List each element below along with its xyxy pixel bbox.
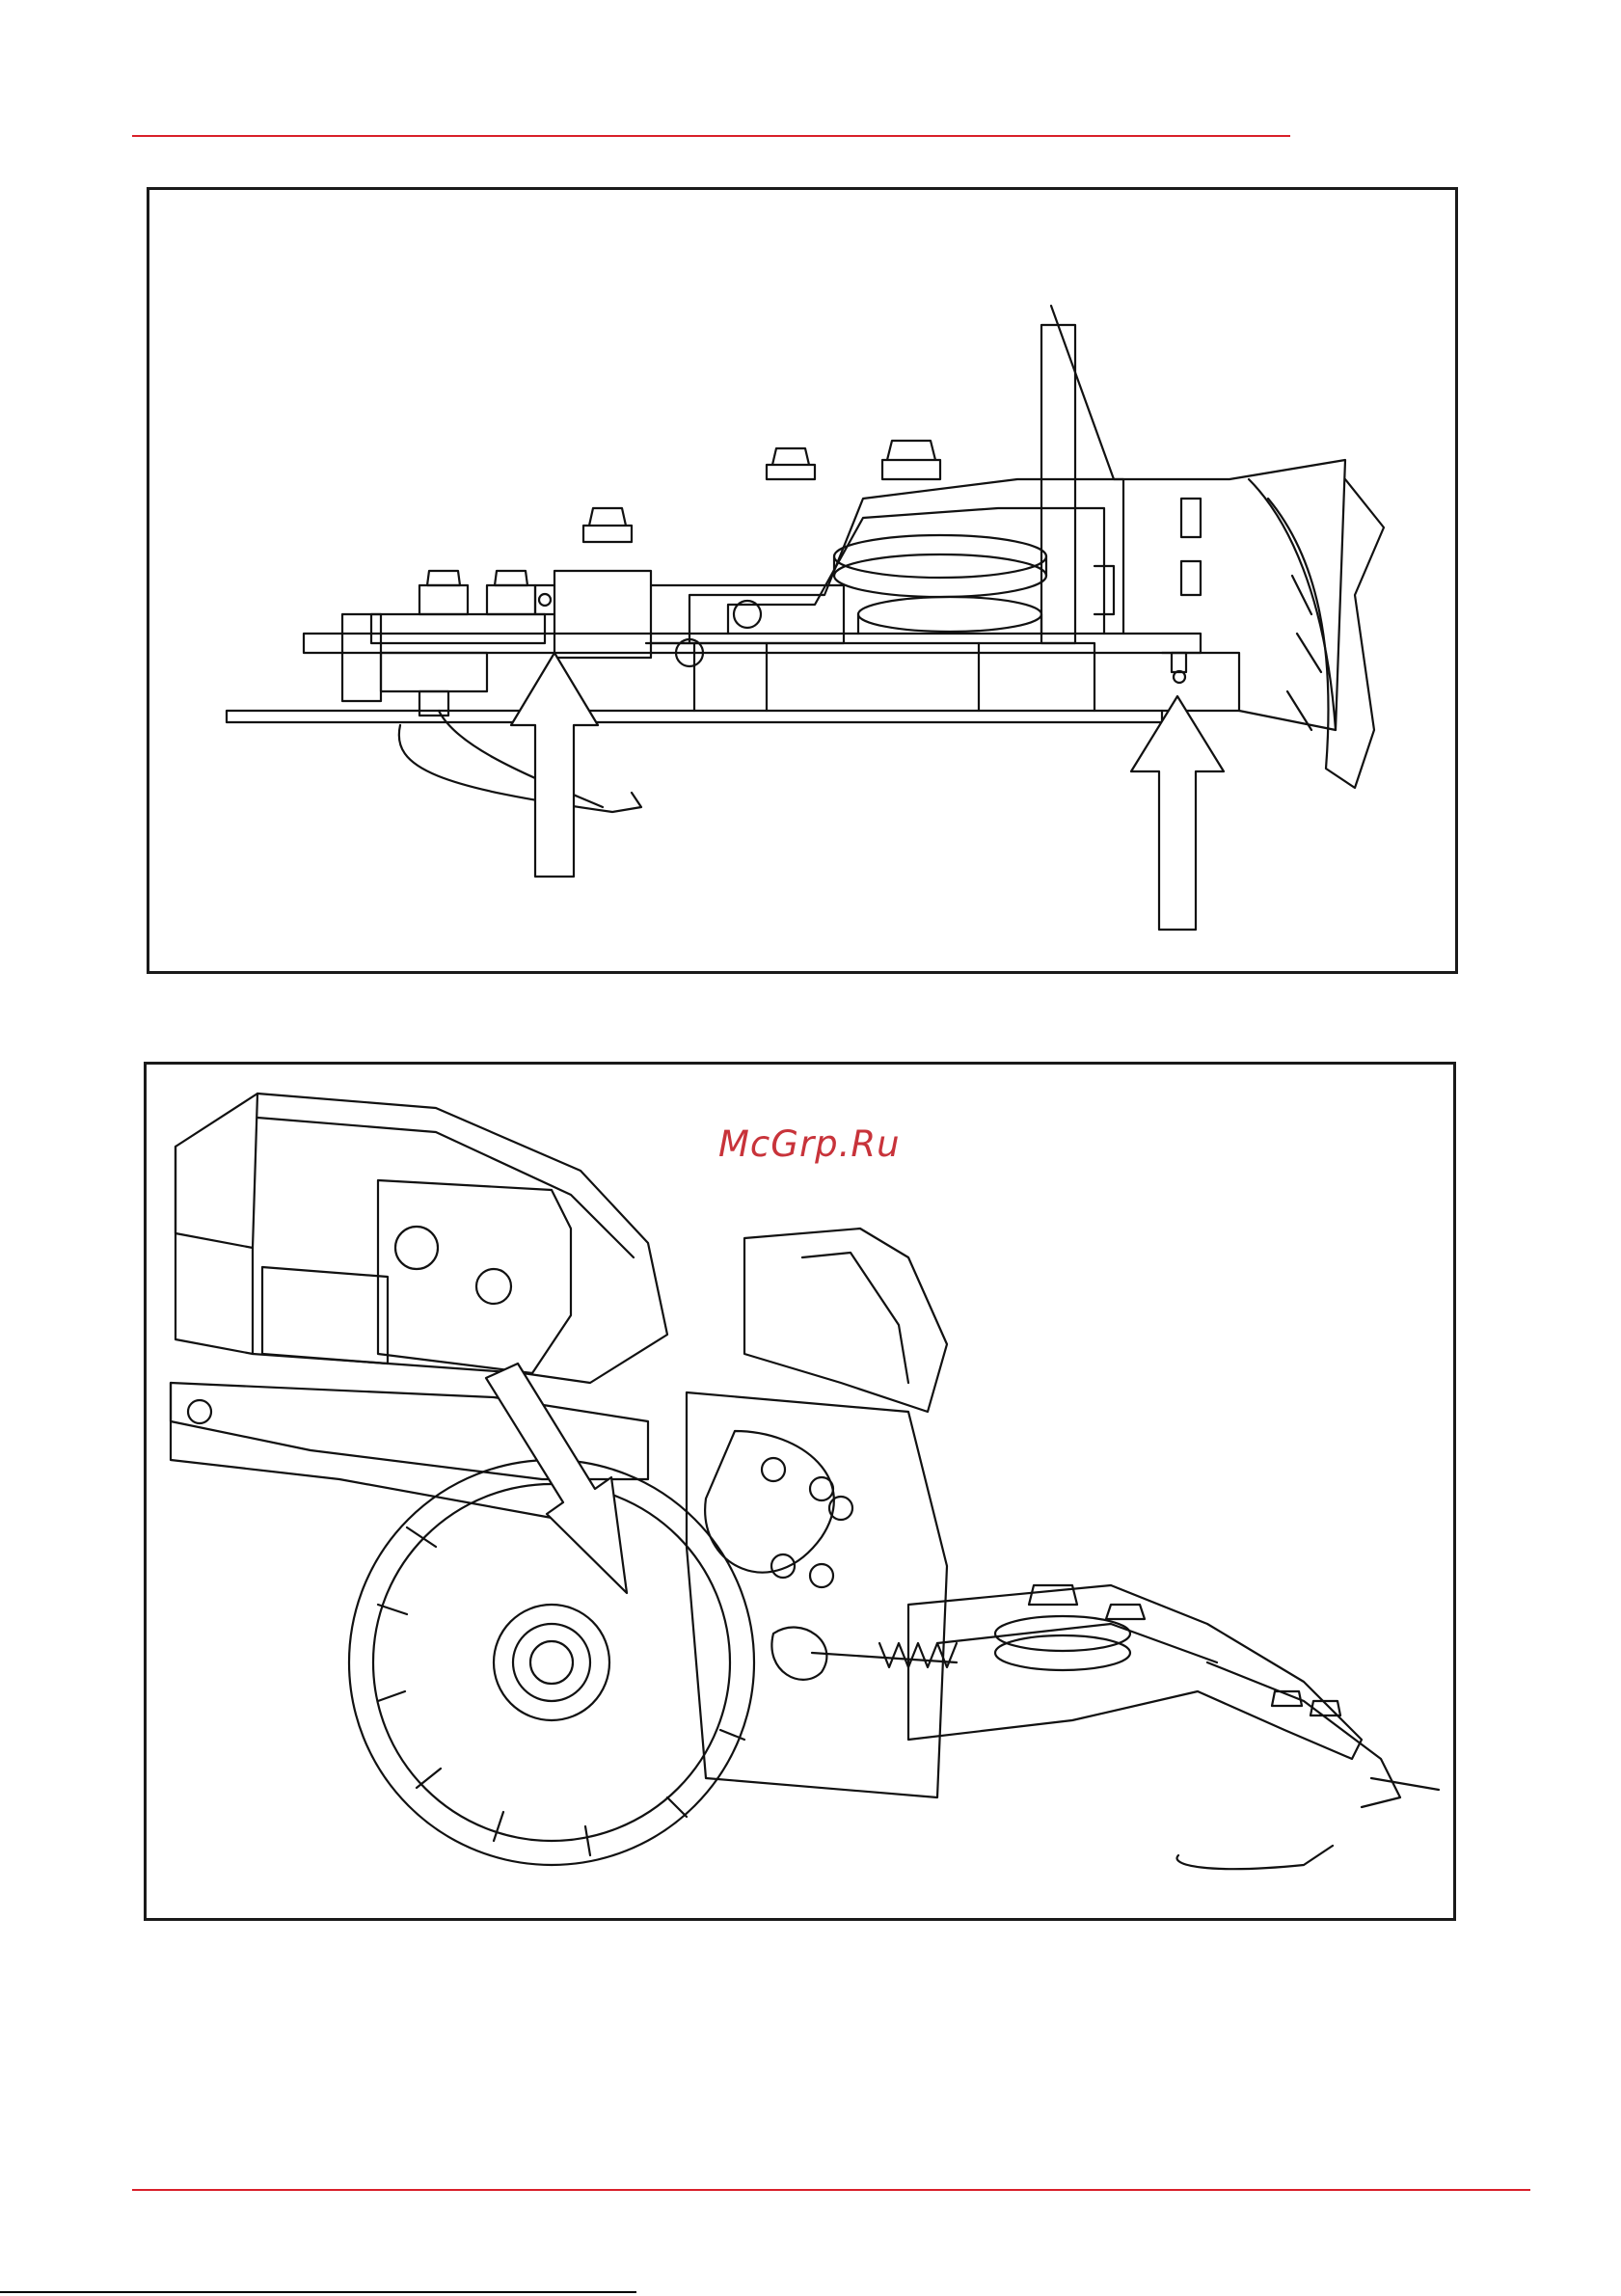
header-rule bbox=[132, 135, 1290, 137]
page-bottom-line bbox=[0, 2291, 636, 2293]
watermark-text: McGrp.Ru bbox=[718, 1123, 901, 1165]
footer-rule bbox=[132, 2189, 1530, 2191]
figure-mower-rear-view bbox=[144, 1062, 1456, 1921]
up-arrow-icon-right bbox=[149, 190, 1455, 971]
figure-deck-side-view bbox=[147, 187, 1458, 974]
diagonal-arrow-icon bbox=[147, 1065, 1453, 1918]
